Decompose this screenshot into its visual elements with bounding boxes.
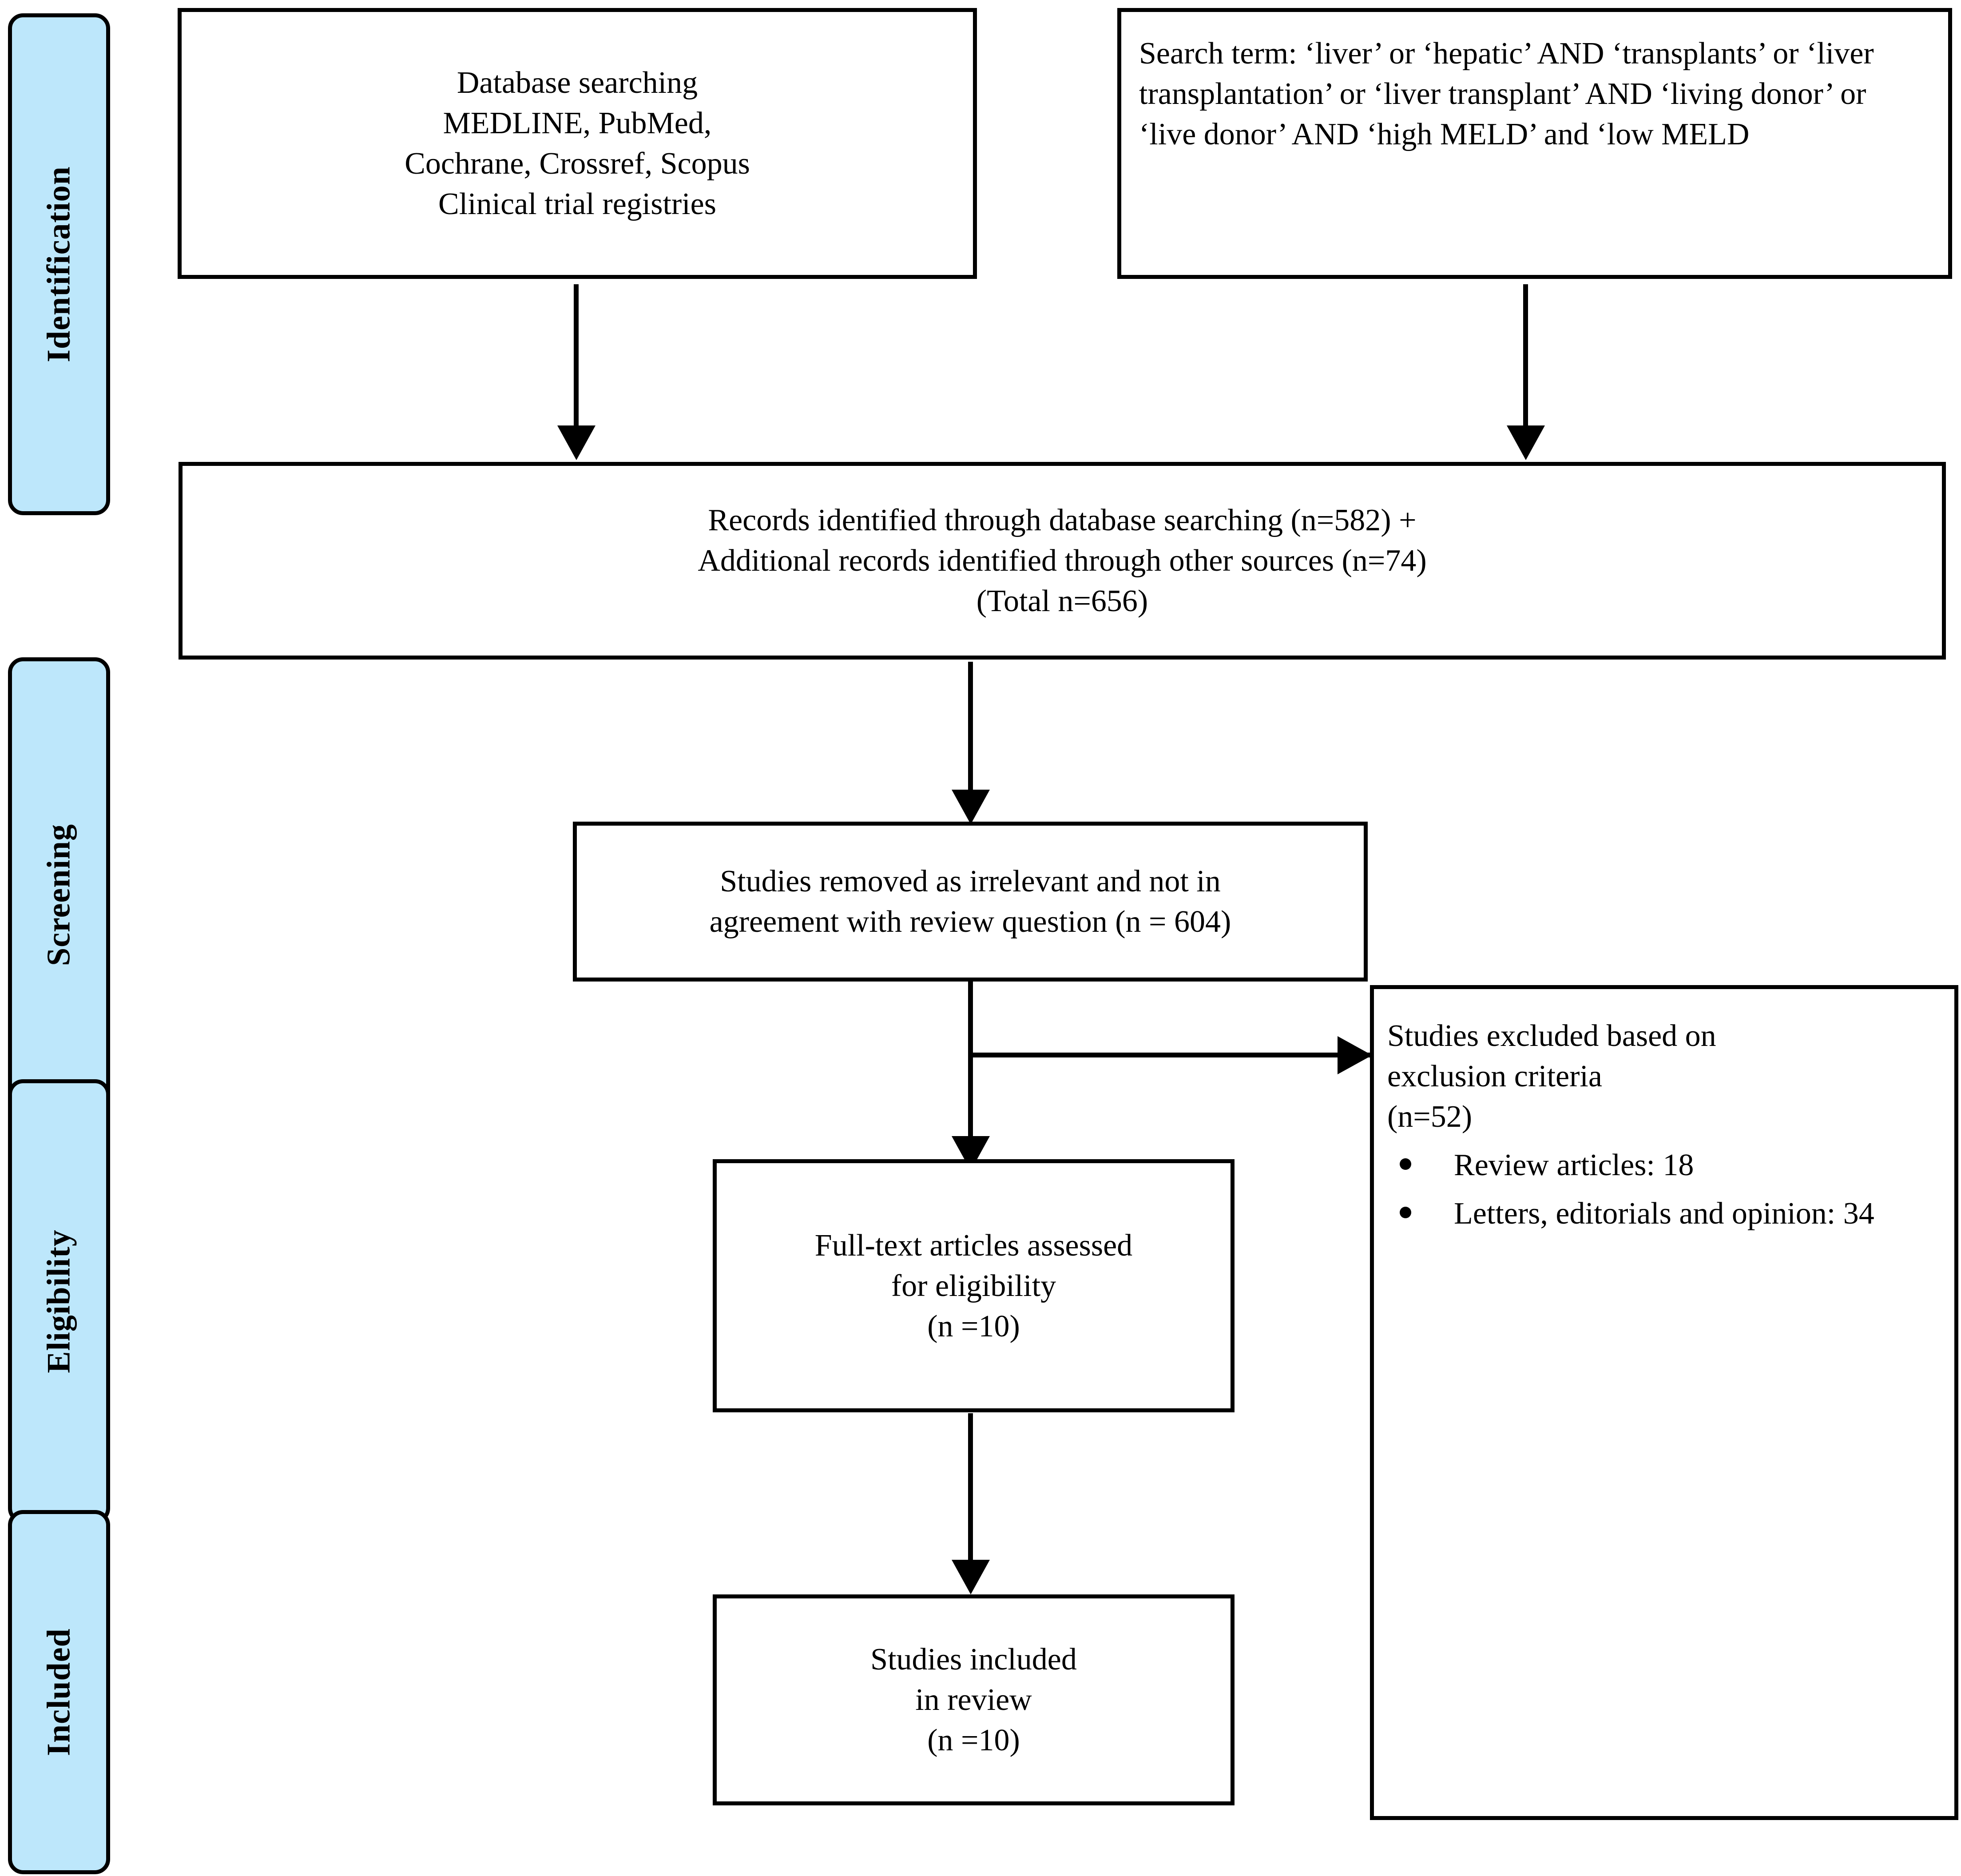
box-full-text-assessed: Full-text articles assessed for eligibil… xyxy=(713,1159,1235,1412)
box-studies-excluded: Studies excluded based on exclusion crit… xyxy=(1370,985,1958,1820)
connector-removed-to-excluded-line xyxy=(968,1053,1372,1057)
studies-removed-line-2: agreement with review question (n = 604) xyxy=(709,905,1231,939)
records-identified-line-1: Records identified through database sear… xyxy=(708,503,1417,537)
records-identified-line-2: Additional records identified through ot… xyxy=(698,544,1427,578)
connector-records-to-removed-arrowhead xyxy=(952,790,990,824)
database-searching-line-3: Cochrane, Crossref, Scopus xyxy=(405,147,750,181)
studies-included-line-3: (n =10) xyxy=(927,1723,1020,1757)
connector-records-to-removed-line xyxy=(968,662,973,799)
box-studies-removed: Studies removed as irrelevant and not in… xyxy=(573,822,1368,982)
stage-label-eligibility: Eligibility xyxy=(40,1229,77,1373)
connector-search-to-records-arrowhead xyxy=(1507,425,1545,460)
studies-excluded-bullet-list: Review articles: 18 Letters, editorials … xyxy=(1387,1137,1941,1234)
bullet-dot-icon xyxy=(1400,1207,1411,1218)
full-text-assessed-line-1: Full-text articles assessed xyxy=(814,1228,1133,1263)
stage-bar-identification: Identification xyxy=(8,13,110,515)
studies-included-line-2: in review xyxy=(915,1683,1032,1717)
database-searching-line-4: Clinical trial registries xyxy=(438,187,716,221)
list-item: Review articles: 18 xyxy=(1387,1145,1941,1185)
stage-label-screening: Screening xyxy=(40,823,77,966)
bullet-dot-icon xyxy=(1400,1158,1411,1170)
studies-excluded-heading-line-1: Studies excluded based on xyxy=(1387,1019,1716,1053)
stage-bar-screening: Screening xyxy=(8,657,110,1133)
stage-bar-eligibility: Eligibility xyxy=(8,1079,110,1523)
connector-search-to-records-line xyxy=(1523,284,1528,429)
studies-removed-line-1: Studies removed as irrelevant and not in xyxy=(720,864,1221,898)
stage-bar-included: Included xyxy=(8,1510,110,1874)
connector-fulltext-to-included-line xyxy=(968,1413,973,1580)
studies-excluded-heading-line-3: (n=52) xyxy=(1387,1100,1473,1134)
box-database-searching: Database searching MEDLINE, PubMed, Coch… xyxy=(178,8,977,279)
connector-db-to-records-line xyxy=(574,284,579,429)
list-item: Letters, editorials and opinion: 34 xyxy=(1387,1193,1941,1234)
stage-label-included: Included xyxy=(40,1628,77,1756)
records-identified-line-3: (Total n=656) xyxy=(976,584,1148,618)
database-searching-line-1: Database searching xyxy=(457,66,698,100)
database-searching-line-2: MEDLINE, PubMed, xyxy=(443,106,712,140)
box-studies-included: Studies included in review (n =10) xyxy=(713,1594,1235,1805)
full-text-assessed-line-3: (n =10) xyxy=(927,1309,1020,1343)
stage-label-identification: Identification xyxy=(40,166,77,362)
connector-removed-to-fulltext-line xyxy=(968,982,973,1155)
box-search-term: Search term: ‘liver’ or ‘hepatic’ AND ‘t… xyxy=(1117,8,1952,279)
full-text-assessed-line-2: for eligibility xyxy=(891,1268,1056,1303)
connector-removed-to-excluded-arrowhead xyxy=(1338,1036,1372,1074)
connector-fulltext-to-included-arrowhead xyxy=(952,1560,990,1594)
studies-included-line-1: Studies included xyxy=(870,1642,1077,1677)
studies-excluded-bullet-1: Review articles: 18 xyxy=(1454,1148,1694,1182)
studies-excluded-bullet-2: Letters, editorials and opinion: 34 xyxy=(1454,1196,1874,1231)
connector-db-to-records-arrowhead xyxy=(557,425,595,460)
studies-excluded-heading-line-2: exclusion criteria xyxy=(1387,1059,1602,1093)
box-records-identified: Records identified through database sear… xyxy=(179,462,1946,660)
search-term-text: Search term: ‘liver’ or ‘hepatic’ AND ‘t… xyxy=(1139,36,1874,151)
